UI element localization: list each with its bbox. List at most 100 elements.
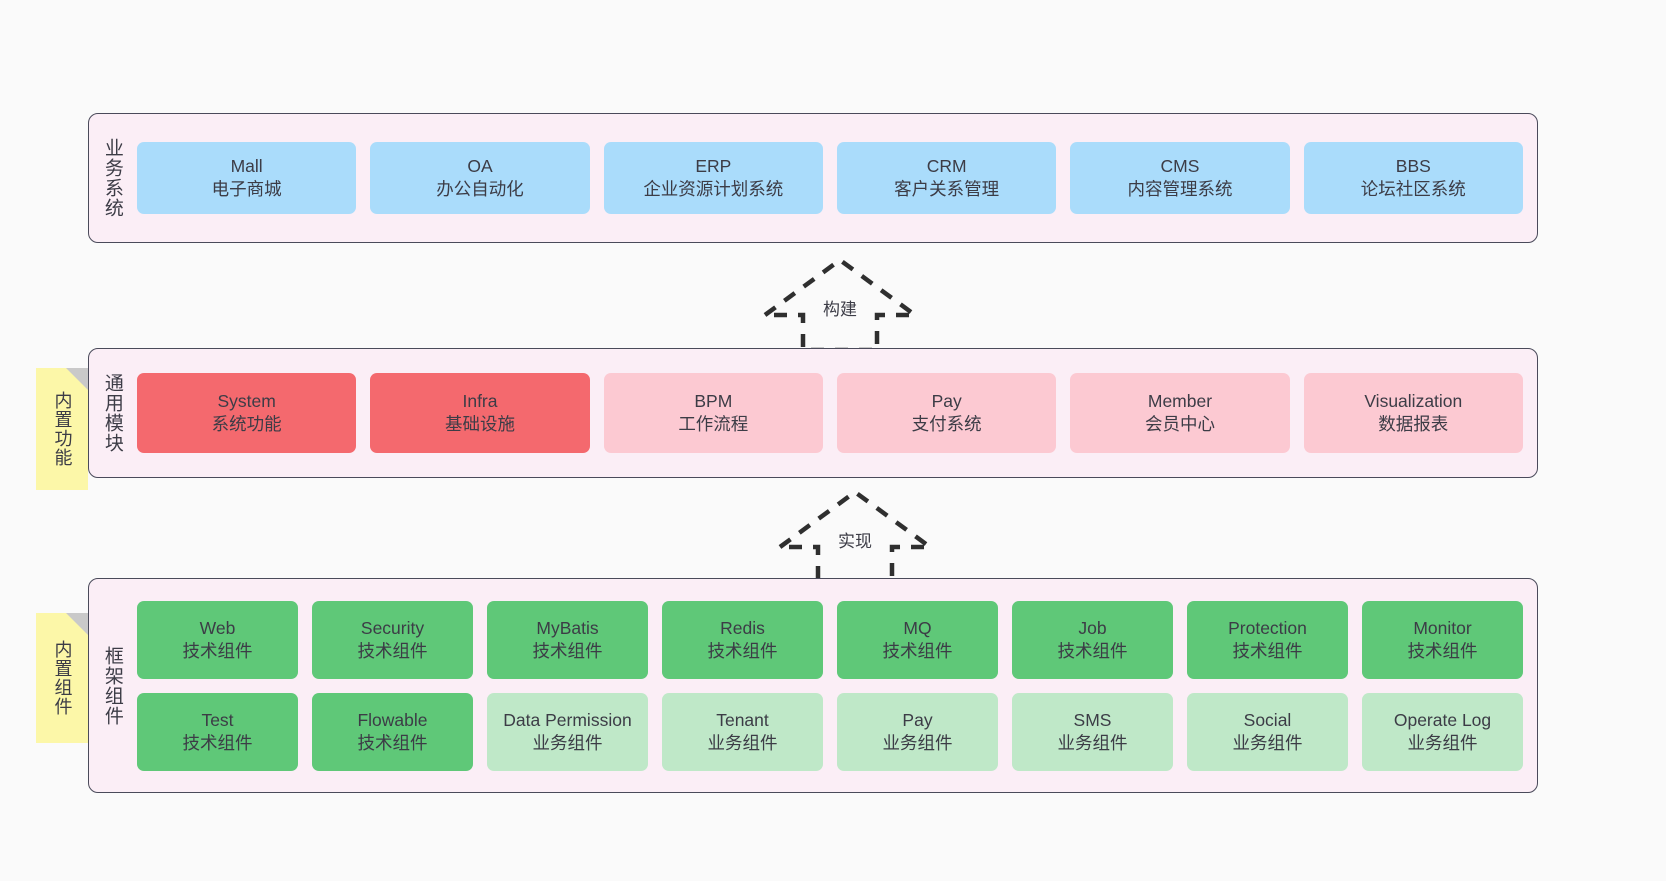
card-web[interactable]: Web 技术组件 (137, 600, 298, 679)
card-subtitle: 支付系统 (911, 414, 982, 434)
card-data-permission[interactable]: Data Permission 业务组件 (487, 692, 648, 771)
card-subtitle: 技术组件 (357, 640, 428, 661)
card-subtitle: 技术组件 (1232, 640, 1303, 661)
card-subtitle: 技术组件 (1057, 640, 1128, 661)
card-title: Test (201, 709, 234, 730)
card-subtitle: 会员中心 (1144, 414, 1215, 434)
card-bbs[interactable]: BBS 论坛社区系统 (1303, 142, 1523, 214)
card-mall[interactable]: Mall 电子商城 (137, 142, 357, 214)
card-subtitle: 工作流程 (678, 414, 749, 434)
note-label: 内置功能 (52, 391, 73, 467)
card-title: Visualization (1364, 391, 1463, 412)
card-subtitle: 业务组件 (882, 732, 953, 753)
card-row: Test 技术组件 Flowable 技术组件 Data Permission … (137, 692, 1523, 771)
card-tenant[interactable]: Tenant 业务组件 (662, 692, 823, 771)
card-bpm[interactable]: BPM 工作流程 (603, 373, 823, 453)
card-protection[interactable]: Protection 技术组件 (1187, 600, 1348, 679)
layer-title-business-system: 业务系统 (101, 138, 123, 218)
card-pay-component[interactable]: Pay 业务组件 (837, 692, 998, 771)
card-subtitle: 办公自动化 (436, 179, 524, 199)
card-security[interactable]: Security 技术组件 (312, 600, 473, 679)
card-subtitle: 业务组件 (1232, 732, 1303, 753)
card-subtitle: 论坛社区系统 (1360, 179, 1466, 199)
layer-body-business-system: Mall 电子商城 OA 办公自动化 ERP 企业资源计划系统 CRM 客户关系… (135, 114, 1537, 242)
arrow-implement: 实现 (770, 487, 940, 587)
card-title: BPM (694, 391, 733, 412)
card-subtitle: 技术组件 (882, 640, 953, 661)
card-title: Web (199, 617, 236, 638)
card-job[interactable]: Job 技术组件 (1012, 600, 1173, 679)
card-title: CRM (926, 156, 967, 177)
card-test[interactable]: Test 技术组件 (137, 692, 298, 771)
note-label: 内置组件 (52, 640, 73, 716)
card-subtitle: 技术组件 (357, 732, 428, 753)
card-flowable[interactable]: Flowable 技术组件 (312, 692, 473, 771)
card-title: Operate Log (1393, 709, 1492, 730)
card-subtitle: 技术组件 (182, 732, 253, 753)
note-builtin-feature: 内置功能 (36, 368, 88, 490)
card-subtitle: 业务组件 (707, 732, 778, 753)
card-monitor[interactable]: Monitor 技术组件 (1362, 600, 1523, 679)
card-title: Social (1243, 709, 1292, 730)
dashed-up-arrow-icon (773, 489, 937, 585)
card-pay-module[interactable]: Pay 支付系统 (836, 373, 1057, 453)
card-row: Mall 电子商城 OA 办公自动化 ERP 企业资源计划系统 CRM 客户关系… (137, 142, 1523, 214)
card-subtitle: 内容管理系统 (1127, 179, 1233, 199)
card-cms[interactable]: CMS 内容管理系统 (1070, 142, 1290, 214)
card-row: System 系统功能 Infra 基础设施 BPM 工作流程 Pay 支付系统… (137, 373, 1523, 453)
card-mq[interactable]: MQ 技术组件 (837, 600, 998, 679)
card-title: Redis (720, 617, 765, 638)
card-row: Web 技术组件 Security 技术组件 MyBatis 技术组件 Redi… (137, 600, 1523, 679)
card-erp[interactable]: ERP 企业资源计划系统 (603, 142, 823, 214)
card-title: Tenant (716, 709, 769, 730)
note-fold-icon (66, 613, 88, 635)
card-title: Data Permission (503, 709, 632, 730)
card-social[interactable]: Social 业务组件 (1187, 692, 1348, 771)
card-title: BBS (1395, 156, 1431, 177)
card-title: MQ (903, 617, 932, 638)
card-mybatis[interactable]: MyBatis 技术组件 (487, 600, 648, 679)
layer-framework-component: 框架组件 Web 技术组件 Security 技术组件 MyBatis 技术组件… (88, 578, 1538, 793)
card-subtitle: 业务组件 (1057, 732, 1128, 753)
card-title: OA (467, 156, 493, 177)
card-system[interactable]: System 系统功能 (137, 373, 357, 453)
card-oa[interactable]: OA 办公自动化 (370, 142, 590, 214)
card-infra[interactable]: Infra 基础设施 (370, 373, 590, 453)
card-title: Protection (1228, 617, 1307, 638)
note-fold-icon (66, 368, 88, 390)
arrow-build: 构建 (755, 255, 925, 355)
card-title: Pay (931, 391, 962, 412)
card-subtitle: 系统功能 (211, 414, 282, 434)
card-member[interactable]: Member 会员中心 (1070, 373, 1290, 453)
layer-body-common-module: System 系统功能 Infra 基础设施 BPM 工作流程 Pay 支付系统… (135, 349, 1537, 477)
layer-title-framework-component: 框架组件 (101, 645, 123, 726)
note-builtin-component: 内置组件 (36, 613, 88, 743)
card-title: Monitor (1413, 617, 1472, 638)
card-crm[interactable]: CRM 客户关系管理 (836, 142, 1057, 214)
card-visualization[interactable]: Visualization 数据报表 (1303, 373, 1523, 453)
card-title: Flowable (357, 709, 428, 730)
card-redis[interactable]: Redis 技术组件 (662, 600, 823, 679)
layer-business-system: 业务系统 Mall 电子商城 OA 办公自动化 ERP 企业资源计划系统 CRM… (88, 113, 1538, 243)
card-title: Security (360, 617, 425, 638)
card-title: Member (1147, 391, 1213, 412)
card-subtitle: 基础设施 (444, 414, 515, 434)
dashed-up-arrow-icon (758, 257, 922, 353)
card-subtitle: 电子商城 (211, 179, 282, 199)
card-subtitle: 技术组件 (1407, 640, 1478, 661)
card-title: Mall (230, 156, 263, 177)
card-sms[interactable]: SMS 业务组件 (1012, 692, 1173, 771)
card-title: ERP (695, 156, 732, 177)
card-subtitle: 技术组件 (182, 640, 253, 661)
layer-title-common-module: 通用模块 (101, 373, 123, 453)
card-title: MyBatis (536, 617, 599, 638)
card-title: Infra (462, 391, 498, 412)
card-operate-log[interactable]: Operate Log 业务组件 (1362, 692, 1523, 771)
card-subtitle: 技术组件 (532, 640, 603, 661)
layer-body-framework-component: Web 技术组件 Security 技术组件 MyBatis 技术组件 Redi… (135, 579, 1537, 792)
card-subtitle: 业务组件 (1407, 732, 1478, 753)
card-subtitle: 企业资源计划系统 (643, 179, 784, 199)
card-title: SMS (1073, 709, 1112, 730)
card-subtitle: 业务组件 (532, 732, 603, 753)
card-title: CMS (1160, 156, 1200, 177)
